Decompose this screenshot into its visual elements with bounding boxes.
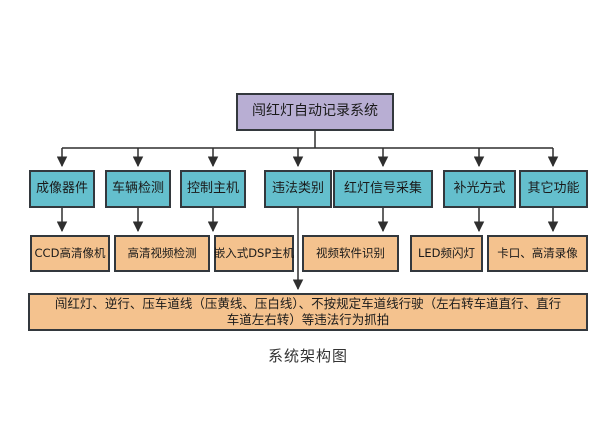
category-box-violation-type: 违法类别 — [264, 170, 332, 208]
category-box-vehicle-detect: 车辆检测 — [105, 170, 171, 208]
item-box-dsp-host: 嵌入式DSP主机 — [214, 235, 294, 272]
category-box-redlight-signal: 红灯信号采集 — [333, 170, 433, 208]
root-box: 闯红灯自动记录系统 — [236, 93, 394, 131]
item-box-ccd-camera: CCD高清像机 — [30, 235, 110, 272]
violation-note-line1: 闯红灯、逆行、压车道线（压黄线、压白线）、不按规定车道线行驶（左右转车道直行、直… — [54, 296, 562, 311]
item-box-video-software: 视频软件识别 — [302, 235, 399, 272]
item-box-hd-video-detect: 高清视频检测 — [114, 235, 210, 272]
item-box-checkpoint-recording: 卡口、高清录像 — [487, 235, 588, 272]
violation-note-line2: 车道左右转）等违法行为抓拍 — [226, 312, 390, 327]
item-box-led-strobe: LED频闪灯 — [410, 235, 483, 272]
category-box-other-functions: 其它功能 — [519, 170, 588, 208]
diagram-caption: 系统架构图 — [267, 347, 348, 365]
category-box-fill-light: 补光方式 — [443, 170, 516, 208]
category-box-imaging: 成像器件 — [29, 170, 95, 208]
violation-note-box: 闯红灯、逆行、压车道线（压黄线、压白线）、不按规定车道线行驶（左右转车道直行、直… — [28, 293, 588, 331]
category-box-control-host: 控制主机 — [180, 170, 246, 208]
